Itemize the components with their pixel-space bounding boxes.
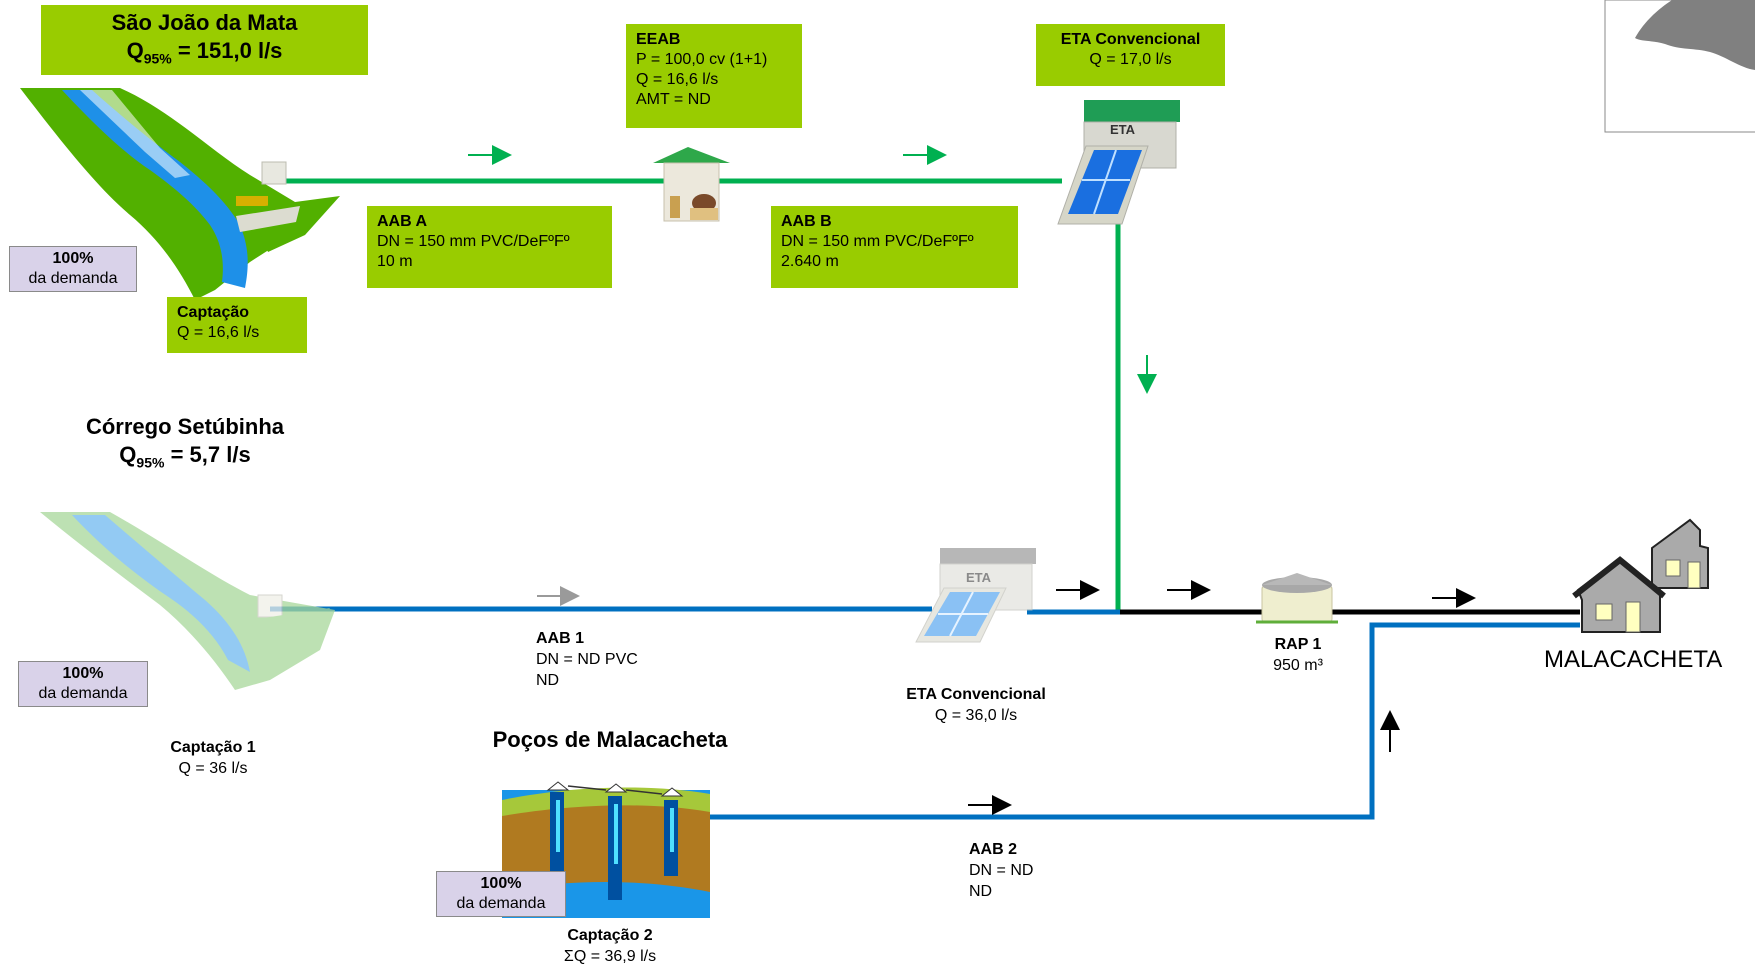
aab-b-title: AAB B: [781, 213, 832, 230]
aab1-title: AAB 1: [536, 630, 585, 647]
corrego-q: Q95% = 5,7 l/s: [119, 442, 251, 471]
eeab-amt: AMT = ND: [636, 91, 711, 108]
aab2-dn: DN = ND: [969, 862, 1034, 879]
corrego-header: Córrego Setúbinha Q95% = 5,7 l/s: [40, 413, 330, 476]
demand-label: da demanda: [38, 685, 128, 702]
aab-b-box: AAB B DN = 150 mm PVC/DeFºFº 2.640 m: [771, 206, 1018, 288]
captacao-top-title: Captação: [177, 304, 250, 321]
eeab-power: P = 100,0 cv (1+1): [636, 51, 768, 68]
pipe-aab-2: [702, 622, 1580, 820]
houses-icon: [1572, 518, 1709, 633]
aab-b-dn: DN = 150 mm PVC/DeFºFº: [781, 233, 974, 250]
captacao2-title: Captação 2: [567, 927, 653, 944]
sao-joao-q: Q95% = 151,0 l/s: [126, 38, 283, 67]
eta-top-title: ETA Convencional: [1060, 31, 1201, 48]
eta-top-icon-label: ETA: [1110, 122, 1136, 137]
eta-mid-q: Q = 36,0 l/s: [934, 707, 1018, 724]
aab1-dn: DN = ND PVC: [536, 651, 638, 668]
aab-a-box: AAB A DN = 150 mm PVC/DeFºFº 10 m: [367, 206, 612, 288]
wells-icon: [502, 781, 710, 918]
eeab-box: EEAB P = 100,0 cv (1+1) Q = 16,6 l/s AMT…: [626, 24, 802, 128]
aab-a-length: 10 m: [377, 253, 413, 270]
captacao2-q: ΣQ = 36,9 l/s: [563, 948, 657, 965]
captacao-top-box: Captação Q = 16,6 l/s: [167, 297, 307, 353]
demand-box-corrego: 100% da demanda: [18, 661, 148, 707]
river-intake-icon-top: [20, 88, 340, 300]
demand-label: da demanda: [456, 895, 546, 912]
eta-mid-label: ETA Convencional Q = 36,0 l/s: [876, 684, 1076, 726]
captacao1-title: Captação 1: [170, 739, 256, 756]
sao-joao-name: São João da Mata: [111, 10, 298, 35]
eta-top-q: Q = 17,0 l/s: [1089, 51, 1172, 68]
demand-pct: 100%: [62, 665, 104, 682]
eta-top-icon: [1057, 100, 1180, 225]
demand-box-sao-joao: 100% da demanda: [9, 246, 137, 292]
captacao1-label: Captação 1 Q = 36 l/s: [143, 737, 283, 779]
reservoir-icon: [1256, 573, 1338, 624]
eta-top-box: ETA Convencional Q = 17,0 l/s: [1036, 24, 1225, 86]
eta-mid-icon: [915, 548, 1036, 643]
aab-b-length: 2.640 m: [781, 253, 839, 270]
demand-pct: 100%: [52, 250, 94, 267]
aab1-length: ND: [536, 672, 560, 689]
aab1-label: AAB 1 DN = ND PVC ND: [536, 628, 638, 691]
eeab-flow: Q = 16,6 l/s: [636, 71, 719, 88]
river-intake-icon-mid: [40, 512, 335, 690]
demand-pct: 100%: [480, 875, 522, 892]
captacao-top-q: Q = 16,6 l/s: [177, 324, 260, 341]
rap1-label: RAP 1 950 m³: [1258, 634, 1338, 676]
aab2-label: AAB 2 DN = ND ND: [969, 839, 1033, 902]
city-name: MALACACHETA: [1544, 646, 1723, 673]
rap1-volume: 950 m³: [1273, 657, 1323, 674]
aab-a-title: AAB A: [377, 213, 428, 230]
demand-label: da demanda: [28, 270, 118, 287]
eta-mid-icon-label: ETA: [966, 570, 992, 585]
sao-joao-header: São João da Mata Q95% = 151,0 l/s: [41, 5, 368, 75]
captacao1-q: Q = 36 l/s: [178, 760, 248, 777]
rap1-title: RAP 1: [1274, 636, 1322, 653]
eeab-title: EEAB: [636, 31, 681, 48]
demand-box-pocos: 100% da demanda: [436, 871, 566, 917]
corrego-name: Córrego Setúbinha: [85, 414, 284, 439]
aab-a-dn: DN = 150 mm PVC/DeFºFº: [377, 233, 570, 250]
map-inset-icon: [1604, 0, 1755, 133]
pocos-header: Poços de Malacacheta: [492, 727, 728, 752]
aab2-length: ND: [969, 883, 993, 900]
eta-mid-title: ETA Convencional: [906, 686, 1046, 703]
aab2-title: AAB 2: [969, 841, 1018, 858]
captacao2-label: Captação 2 ΣQ = 36,9 l/s: [540, 925, 680, 967]
pump-station-icon: [653, 147, 730, 222]
